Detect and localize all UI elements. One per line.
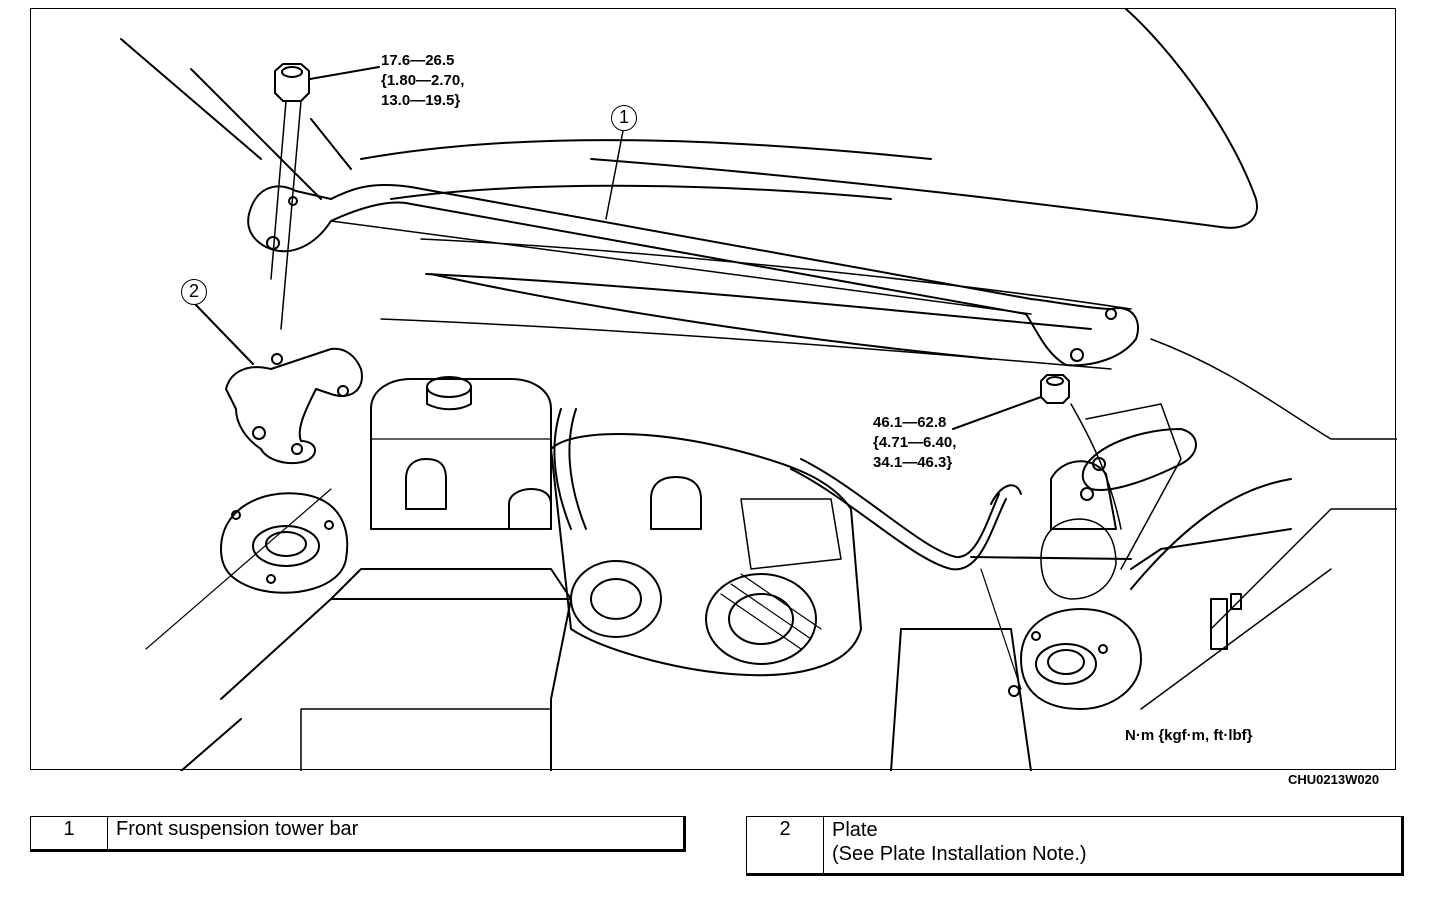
top-nut-shape: [274, 63, 310, 102]
lower-left-box: [145, 488, 572, 771]
torque-spec-top: 17.6—26.5 {1.80—2.70, 13.0—19.5}: [381, 51, 464, 111]
torque-right-line2: {4.71—6.40,: [873, 434, 957, 451]
legend-description: Plate: [832, 819, 878, 841]
table-row: 1 Front suspension tower bar: [30, 816, 685, 851]
diagram-frame: 17.6—26.5 {1.80—2.70, 13.0—19.5} 46.1—62.8…: [30, 8, 1397, 771]
callout-2: 2: [181, 279, 207, 305]
hood-inner-line: [360, 139, 932, 160]
torque-top-line2: {1.80—2.70,: [381, 72, 465, 89]
right-strut-tower: [1008, 608, 1142, 710]
wiper-arm: [430, 273, 992, 360]
legend-note: (See Plate Installation Note.): [832, 843, 1087, 865]
hose: [553, 408, 572, 530]
engine-block: [550, 433, 862, 677]
legend-table-2: 2 Plate(See Plate Installation Note.): [746, 816, 1404, 876]
left-strut-tower: [220, 492, 349, 594]
torque-spec-right: 46.1—62.8 {4.71—6.40, 34.1—46.3}: [873, 413, 956, 473]
torque-top-line3: 13.0—19.5}: [381, 92, 461, 109]
legend-description-cell: Plate(See Plate Installation Note.): [823, 816, 1403, 875]
hood-outline: [590, 9, 1258, 229]
legend-table-1: 1 Front suspension tower bar: [30, 816, 686, 852]
legend-number: 2: [746, 816, 824, 875]
torque-top-line1: 17.6—26.5: [381, 52, 455, 69]
callout-1: 1: [611, 105, 637, 131]
right-nut-shape: [1040, 374, 1070, 404]
torque-right-line3: 34.1—46.3}: [873, 454, 953, 471]
plate-shape: [225, 347, 363, 465]
engine-bay-illustration: [120, 9, 1397, 771]
legend-description: Front suspension tower bar: [107, 816, 685, 851]
strut-tower-bar-shape: [247, 183, 1139, 367]
figure-code: CHU0213W020: [1288, 772, 1380, 787]
units-note: N·m {kgf·m, ft·lbf}: [1125, 727, 1253, 744]
table-row: 2 Plate(See Plate Installation Note.): [746, 816, 1403, 875]
reservoir: [370, 376, 552, 530]
torque-right-line1: 46.1—62.8: [873, 414, 947, 431]
right-plate-shape: [1081, 428, 1197, 491]
legend-number: 1: [30, 816, 108, 851]
